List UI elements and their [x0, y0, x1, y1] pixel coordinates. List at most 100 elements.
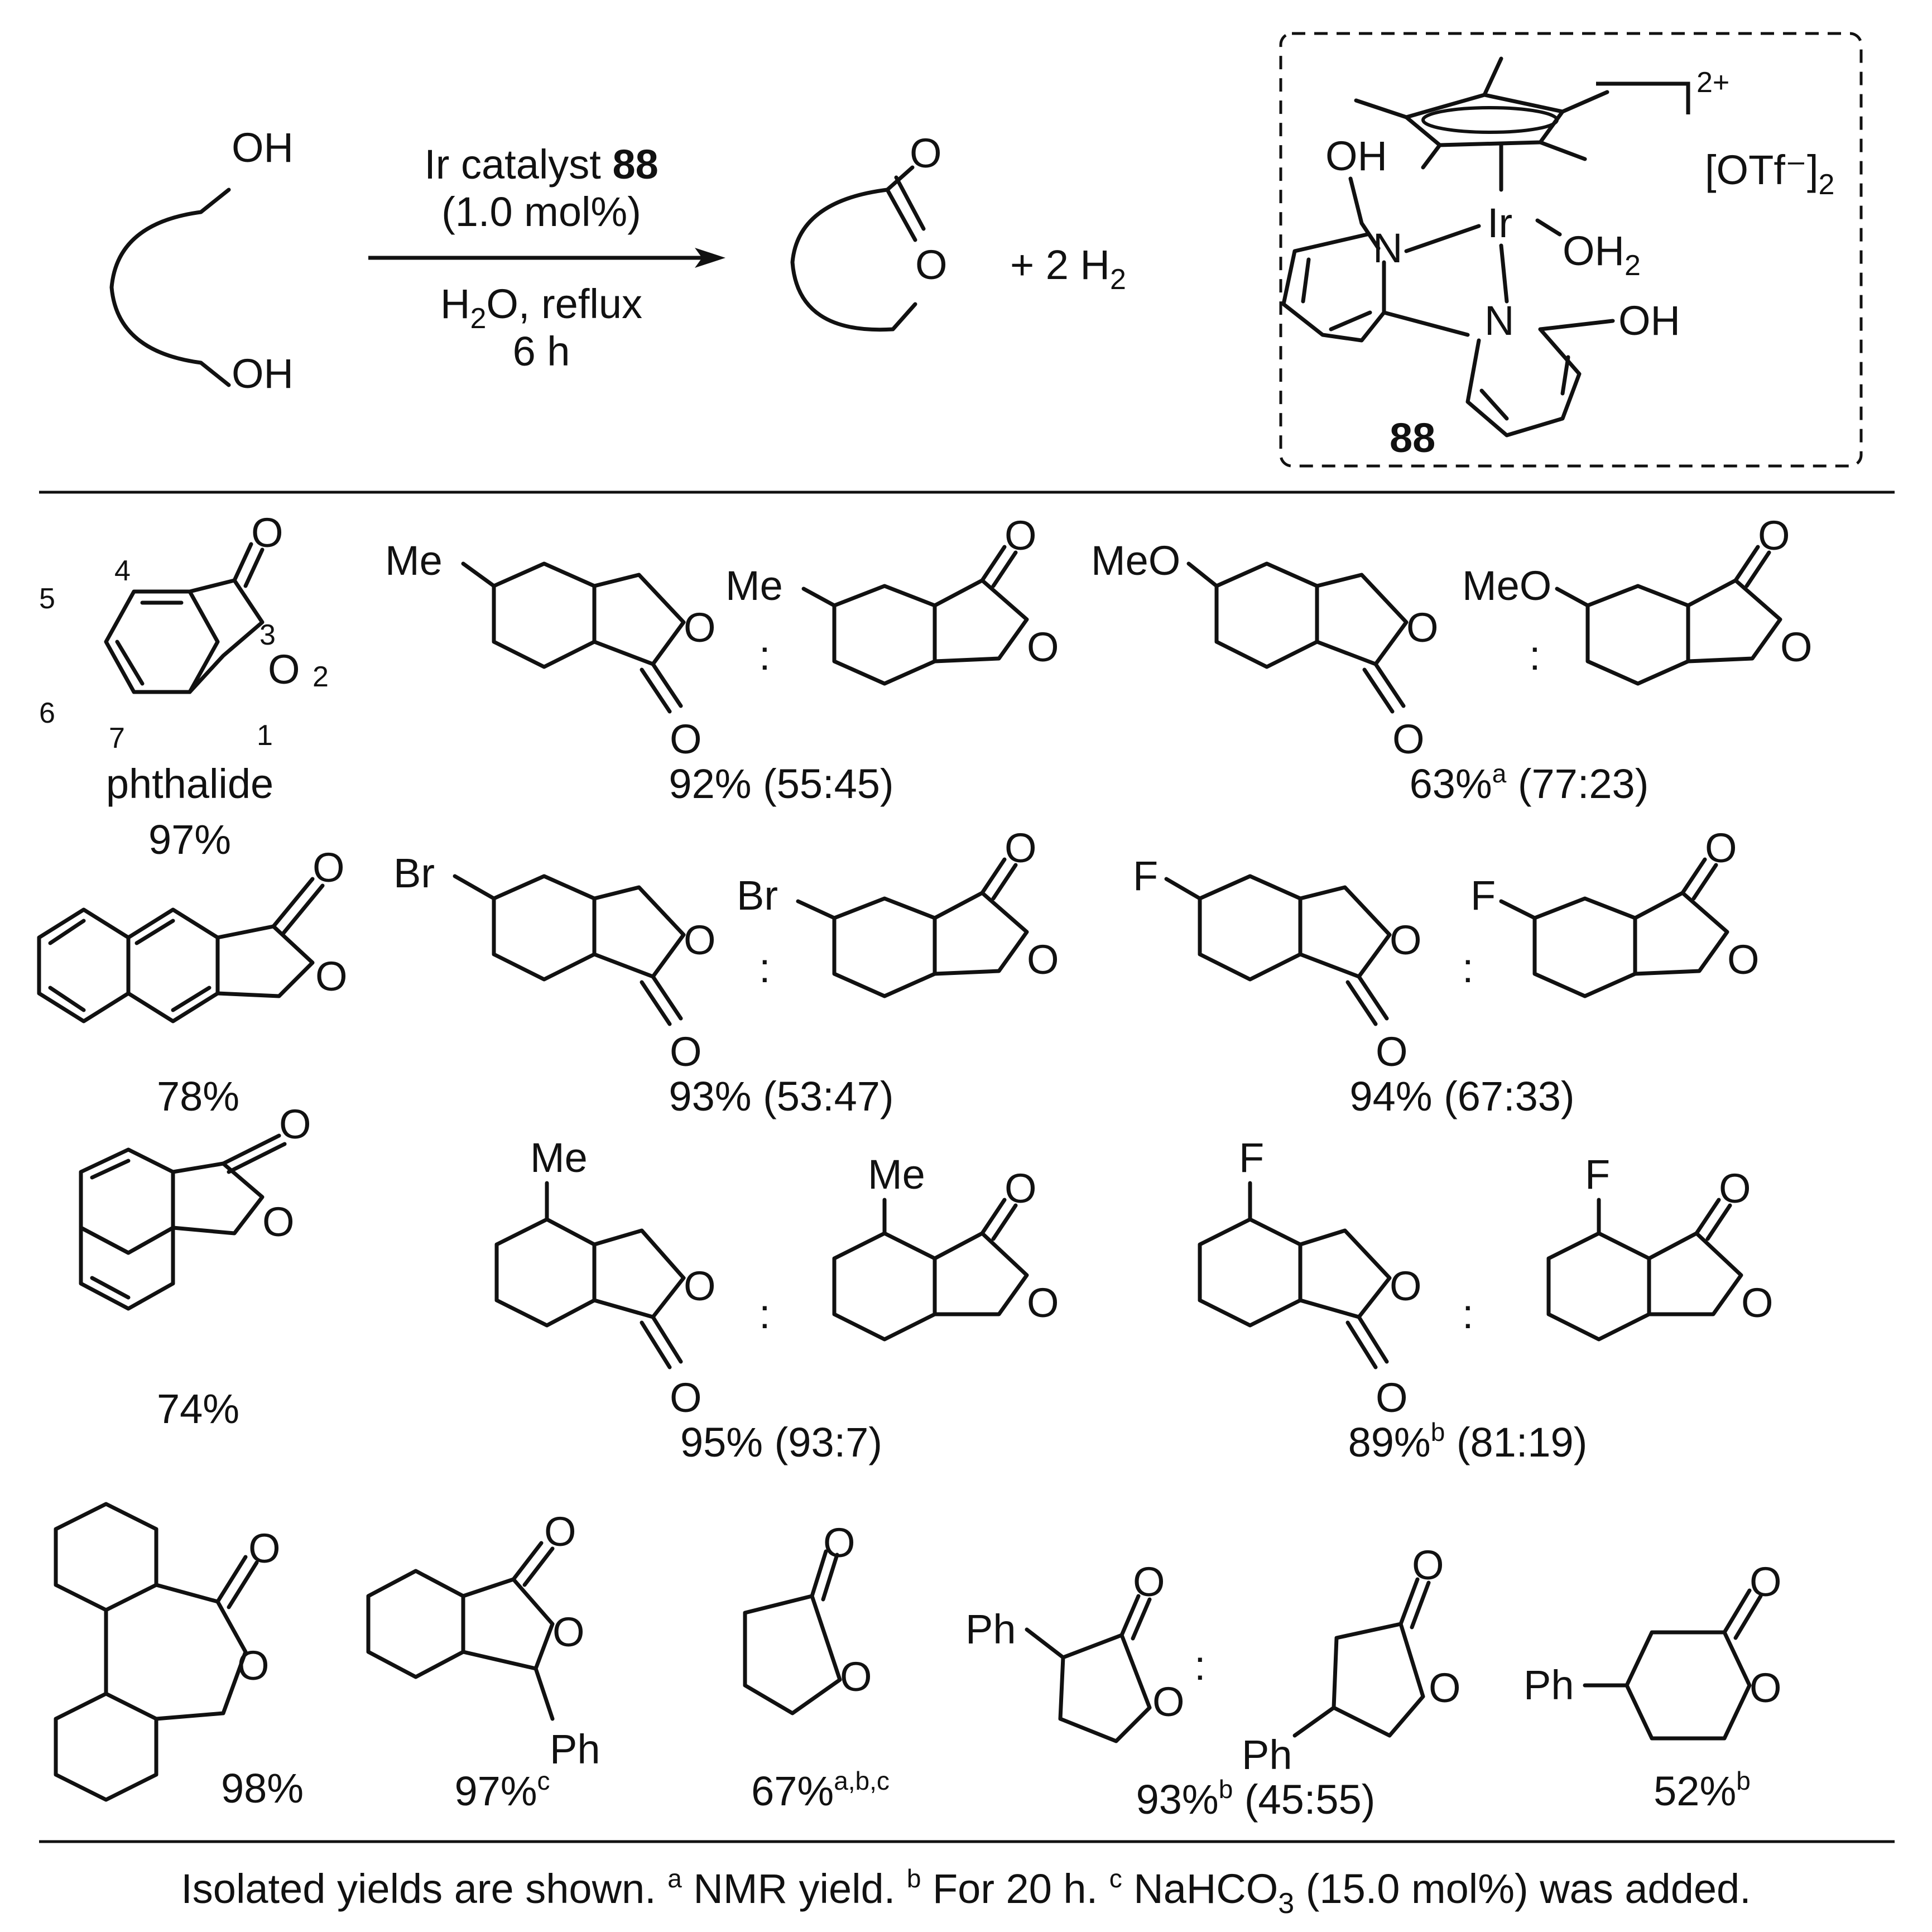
- position-3-label: 3: [259, 619, 276, 651]
- ratio-colon: :: [759, 945, 771, 991]
- label-o: O: [251, 510, 283, 556]
- position-4-label: 4: [114, 555, 131, 587]
- label-o: O: [1750, 1559, 1782, 1605]
- iridium-label: Ir: [1487, 200, 1512, 246]
- substituent-label: Me: [530, 1135, 588, 1181]
- label-o: O: [1390, 1263, 1422, 1309]
- label-o: O: [1005, 512, 1037, 559]
- label-oh-upper: OH: [1325, 133, 1387, 179]
- label-o: O: [1390, 917, 1422, 963]
- product-naphtho-lactone: O O 78%: [37, 844, 348, 1119]
- charge-label: 2+: [1696, 66, 1729, 99]
- label-o: O: [552, 1609, 585, 1655]
- phenyl-label: Ph: [965, 1606, 1016, 1652]
- label-o: O: [670, 1374, 702, 1421]
- product-yield: 89%b (81:19): [1348, 1417, 1588, 1465]
- label-o: O: [315, 953, 348, 999]
- label-o: O: [313, 844, 345, 891]
- product-yield: 95% (93:7): [680, 1419, 882, 1465]
- product-yield: 97%c: [454, 1766, 550, 1814]
- product-gamma-butyrolactone: O O 67%a,b,c: [743, 1520, 890, 1814]
- solvent-condition: H2O, reflux: [440, 281, 642, 335]
- label-o: O: [1406, 604, 1439, 651]
- product-3-phenyl-phthalide: O O Ph 97%c: [366, 1508, 600, 1814]
- label-o: O: [840, 1654, 872, 1700]
- substituent-label: F: [1133, 853, 1158, 899]
- hydrogen-byproduct: + 2 H2: [1010, 242, 1126, 296]
- label-o: O: [1133, 1559, 1165, 1605]
- product-yield: 98%: [221, 1765, 304, 1811]
- ratio-colon: :: [1529, 632, 1541, 679]
- label-o-ring: O: [915, 242, 948, 288]
- catalyst-number-label: 88: [1390, 415, 1435, 461]
- label-o: O: [1027, 1280, 1059, 1326]
- label-o: O: [1005, 1165, 1037, 1212]
- product-5-methoxy-phthalide-mixture: MeO O O : MeO O O 63%a (77:23): [1091, 512, 1813, 807]
- label-o: O: [1152, 1679, 1185, 1725]
- label-o: O: [670, 716, 702, 762]
- position-7-label: 7: [109, 722, 125, 754]
- product-5-methyl-phthalide-mixture: Me O O : Me O O 92% (55:45): [385, 512, 1059, 807]
- product-7-methyl-phthalide-mixture: Me O O : Me O O 95% (93:7): [494, 1135, 1059, 1465]
- phenyl-label: Ph: [1524, 1662, 1574, 1708]
- lactone-product: O O: [790, 130, 948, 332]
- label-o: O: [1741, 1280, 1774, 1326]
- ratio-colon: :: [759, 1291, 771, 1337]
- substituent-label: MeO: [1091, 537, 1180, 584]
- substituent-label: Me: [725, 563, 783, 609]
- label-o: O: [1758, 512, 1790, 559]
- substituent-label: F: [1470, 872, 1496, 919]
- label-o: O: [1719, 1165, 1751, 1212]
- label-o: O: [684, 604, 716, 651]
- position-1-label: 1: [257, 719, 273, 752]
- label-o: O: [1429, 1665, 1461, 1711]
- label-oh-top: OH: [232, 124, 294, 171]
- ratio-colon: :: [1462, 945, 1474, 991]
- label-oh-bottom: OH: [232, 350, 294, 397]
- product-phenyl-butyrolactone-mixture: Ph O O : O O Ph 93%b (45:55): [965, 1542, 1461, 1823]
- substituent-label: F: [1585, 1151, 1610, 1198]
- ratio-colon: :: [1462, 1291, 1474, 1337]
- label-o: O: [1412, 1542, 1444, 1588]
- label-o: O: [248, 1525, 281, 1571]
- product-yield: 92% (55:45): [669, 761, 893, 807]
- product-7-fluoro-phthalide-mixture: F O O : F O O 89%b (81:19): [1198, 1135, 1774, 1465]
- substituent-label: Me: [385, 537, 443, 584]
- product-yield: 63%a (77:23): [1410, 759, 1649, 807]
- label-o: O: [1027, 936, 1059, 983]
- footnote: Isolated yields are shown. a NMR yield. …: [181, 1864, 1751, 1920]
- product-yield: 93%b (45:55): [1136, 1775, 1376, 1823]
- product-yield: 67%a,b,c: [751, 1766, 890, 1814]
- catalyst-line: Ir catalyst 88: [424, 141, 659, 188]
- label-o: O: [684, 917, 716, 963]
- product-yield: 74%: [157, 1386, 239, 1432]
- ratio-colon: :: [1194, 1642, 1206, 1689]
- product-5-fluoro-phthalide-mixture: F O O : F O O 94% (67:33): [1133, 825, 1760, 1119]
- substituent-label: MeO: [1462, 563, 1551, 609]
- catalyst-88-box: 2+ [OTf⁻]2 Ir OH2 OH N N OH 88: [1279, 32, 1863, 468]
- product-yield: 93% (53:47): [669, 1073, 893, 1119]
- label-oh-right: OH: [1618, 297, 1680, 344]
- position-2-label: 2: [313, 661, 329, 693]
- aqua-ligand-label: OH2: [1563, 228, 1641, 282]
- label-o: O: [544, 1508, 576, 1555]
- label-n-right: N: [1484, 297, 1514, 344]
- label-o: O: [823, 1520, 856, 1566]
- label-o: O: [1392, 716, 1425, 762]
- catalyst-loading: (1.0 mol%): [441, 189, 641, 235]
- phenyl-label: Ph: [550, 1726, 600, 1772]
- substituent-label: Br: [393, 850, 435, 896]
- label-o: O: [279, 1101, 311, 1147]
- label-o: O: [268, 646, 300, 693]
- label-o: O: [670, 1029, 702, 1075]
- product-yield: 97%: [148, 816, 231, 863]
- product-yield: 52%b: [1654, 1766, 1751, 1814]
- product-yield: 78%: [157, 1073, 239, 1119]
- label-o: O: [1750, 1665, 1782, 1711]
- reaction-arrow: Ir catalyst 88 (1.0 mol%) H2O, reflux 6 …: [368, 141, 725, 374]
- label-o: O: [1005, 825, 1037, 871]
- phenyl-label: Ph: [1242, 1732, 1292, 1778]
- label-o: O: [1727, 936, 1760, 983]
